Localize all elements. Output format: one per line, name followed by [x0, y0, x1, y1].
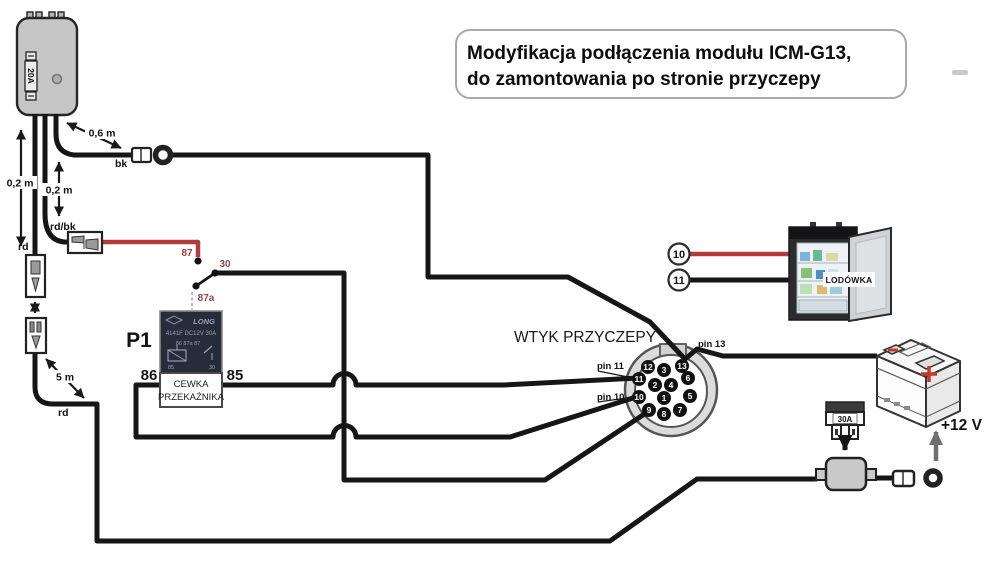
contact-87a	[192, 282, 200, 290]
icm-module: 20A	[15, 11, 79, 117]
fridge-label: LODÓWKA	[826, 274, 873, 285]
wire-30-to-pin9	[215, 270, 651, 483]
battery	[876, 339, 961, 428]
plug-pin: 13	[675, 359, 689, 373]
plug-pin-number: 6	[686, 373, 691, 383]
relay-caption-line1: CEWKA	[174, 379, 210, 390]
plug-pin-number: 7	[678, 405, 683, 415]
contact-30	[211, 269, 219, 277]
plug-pin: 1	[657, 391, 671, 405]
plug-pin-number: 3	[662, 365, 667, 375]
plug-title: WTYK PRZYCZEPY	[514, 329, 656, 346]
relay-body: LONG 4141F DC12V 30A 86 87a 87 85 30	[159, 310, 223, 374]
wire-85-to-pin11	[215, 371, 639, 388]
pin10-leader	[597, 396, 635, 403]
fuse-rating: 30A	[838, 415, 853, 424]
fridge-terminal-11-number: 11	[673, 275, 685, 287]
module-led	[51, 73, 63, 85]
pin13-callout: pin 13	[698, 339, 725, 350]
plug-pins: 12 3 13 11 2 4 6 10 1 5 9 8 7	[632, 359, 697, 421]
plug-pin: 10	[632, 390, 646, 404]
label-0-2m-left: 0,2 m	[7, 178, 34, 190]
fridge: LODÓWKA	[788, 222, 892, 323]
relay-lever	[195, 271, 216, 288]
plug-pin-number: 4	[669, 380, 674, 390]
relay-pinout-30: 30	[209, 365, 215, 371]
relay-pinout-top: 86 87a 87	[176, 341, 200, 347]
relay-caption-box: CEWKA PRZEKAŹNIKA	[158, 372, 225, 408]
relay-switch	[191, 257, 219, 310]
fridge-terminal-11: 11	[667, 268, 691, 292]
label-5m: 5 m	[56, 372, 74, 384]
title-line-1: Modyfikacja podłączenia modułu ICM-G13,	[467, 43, 851, 64]
title-box: Modyfikacja podłączenia modułu ICM-G13, …	[455, 29, 907, 99]
relay-pinout-85: 85	[168, 365, 174, 371]
smudge-artifact	[952, 70, 968, 75]
label-rdbk: rd/bk	[50, 221, 76, 233]
plus12v-label: +12 V	[941, 417, 983, 434]
plug-pin-number: 1	[662, 393, 667, 403]
wire-pin13-to-battery	[682, 346, 877, 362]
relay-designator: P1	[126, 329, 152, 352]
label-0-2m-right: 0,2 m	[46, 185, 73, 197]
relay-terminal-87a-label: 87a	[198, 293, 215, 304]
relay-terminal-85-label: 85	[227, 367, 244, 384]
pin11-callout: pin 11	[597, 361, 625, 372]
relay-terminal-86-label: 86	[141, 367, 158, 384]
wire-rd-5m	[32, 350, 817, 544]
contact-87	[194, 257, 202, 265]
plug-pin: 6	[681, 371, 695, 385]
bullet-connector-upper	[24, 253, 47, 299]
plug-pin: 4	[664, 378, 678, 392]
plug-pin-number: 5	[688, 391, 693, 401]
module-fuse-rating: 20A	[26, 68, 36, 84]
wire-rdbk	[42, 114, 72, 245]
wire-red-to-87	[100, 239, 201, 257]
label-rd-bottom: rd	[58, 407, 69, 419]
spade-connector	[66, 230, 104, 255]
relay-brand: LONG	[193, 317, 215, 326]
wire-bk-module-to-ring	[53, 114, 132, 158]
fuse-holder	[815, 456, 877, 492]
wire-bk-to-pin13	[171, 152, 686, 360]
title-line-2: do zamontowania po stronie przyczepy	[467, 69, 821, 90]
plug-pin-number: 10	[634, 392, 644, 402]
ring-terminal-battery	[891, 468, 943, 488]
plug-pin: 11	[632, 372, 646, 386]
pin11-leader	[597, 370, 634, 379]
plug-pin-number: 9	[647, 405, 652, 415]
plug-pin: 5	[683, 389, 697, 403]
relay-spec: 4141F DC12V 30A	[166, 331, 216, 337]
plug-pin: 12	[641, 360, 655, 374]
relay-terminal-87-label: 87	[181, 248, 193, 259]
relay-caption-line2: PRZEKAŹNIKA	[158, 392, 225, 403]
fridge-label-bg	[823, 272, 875, 287]
fridge-terminal-10-number: 10	[673, 249, 685, 261]
battery-positive-terminal	[914, 355, 946, 370]
ring-terminal-bk	[130, 144, 174, 166]
label-rd-top: rd	[18, 241, 29, 253]
plug-pin-number: 11	[635, 374, 644, 384]
plug-pin-number: 12	[643, 362, 653, 372]
plug-pin: 7	[673, 403, 687, 417]
relay-terminal-30-label: 30	[219, 259, 231, 270]
plug-pin: 3	[657, 363, 671, 377]
plug-pin: 8	[657, 407, 671, 421]
bullet-connector-lower	[24, 316, 48, 355]
pin10-callout: pin 10	[597, 392, 624, 403]
module-fuse	[24, 60, 38, 92]
fridge-terminal-10: 10	[667, 242, 691, 266]
wire-86-to-pin10	[133, 382, 640, 440]
plug-pin-number: 8	[662, 409, 667, 419]
plug-pin-number: 2	[653, 380, 658, 390]
plug-pin-number: 13	[677, 361, 687, 371]
plug-pin: 2	[648, 378, 662, 392]
label-bk: bk	[115, 158, 127, 170]
dimension-arrows: 0,6 m 0,2 m 0,2 m 5 m	[3, 122, 122, 399]
blade-fuse: 30A	[825, 401, 865, 440]
label-0-6m: 0,6 m	[89, 128, 116, 140]
plug-pin: 9	[642, 403, 656, 417]
